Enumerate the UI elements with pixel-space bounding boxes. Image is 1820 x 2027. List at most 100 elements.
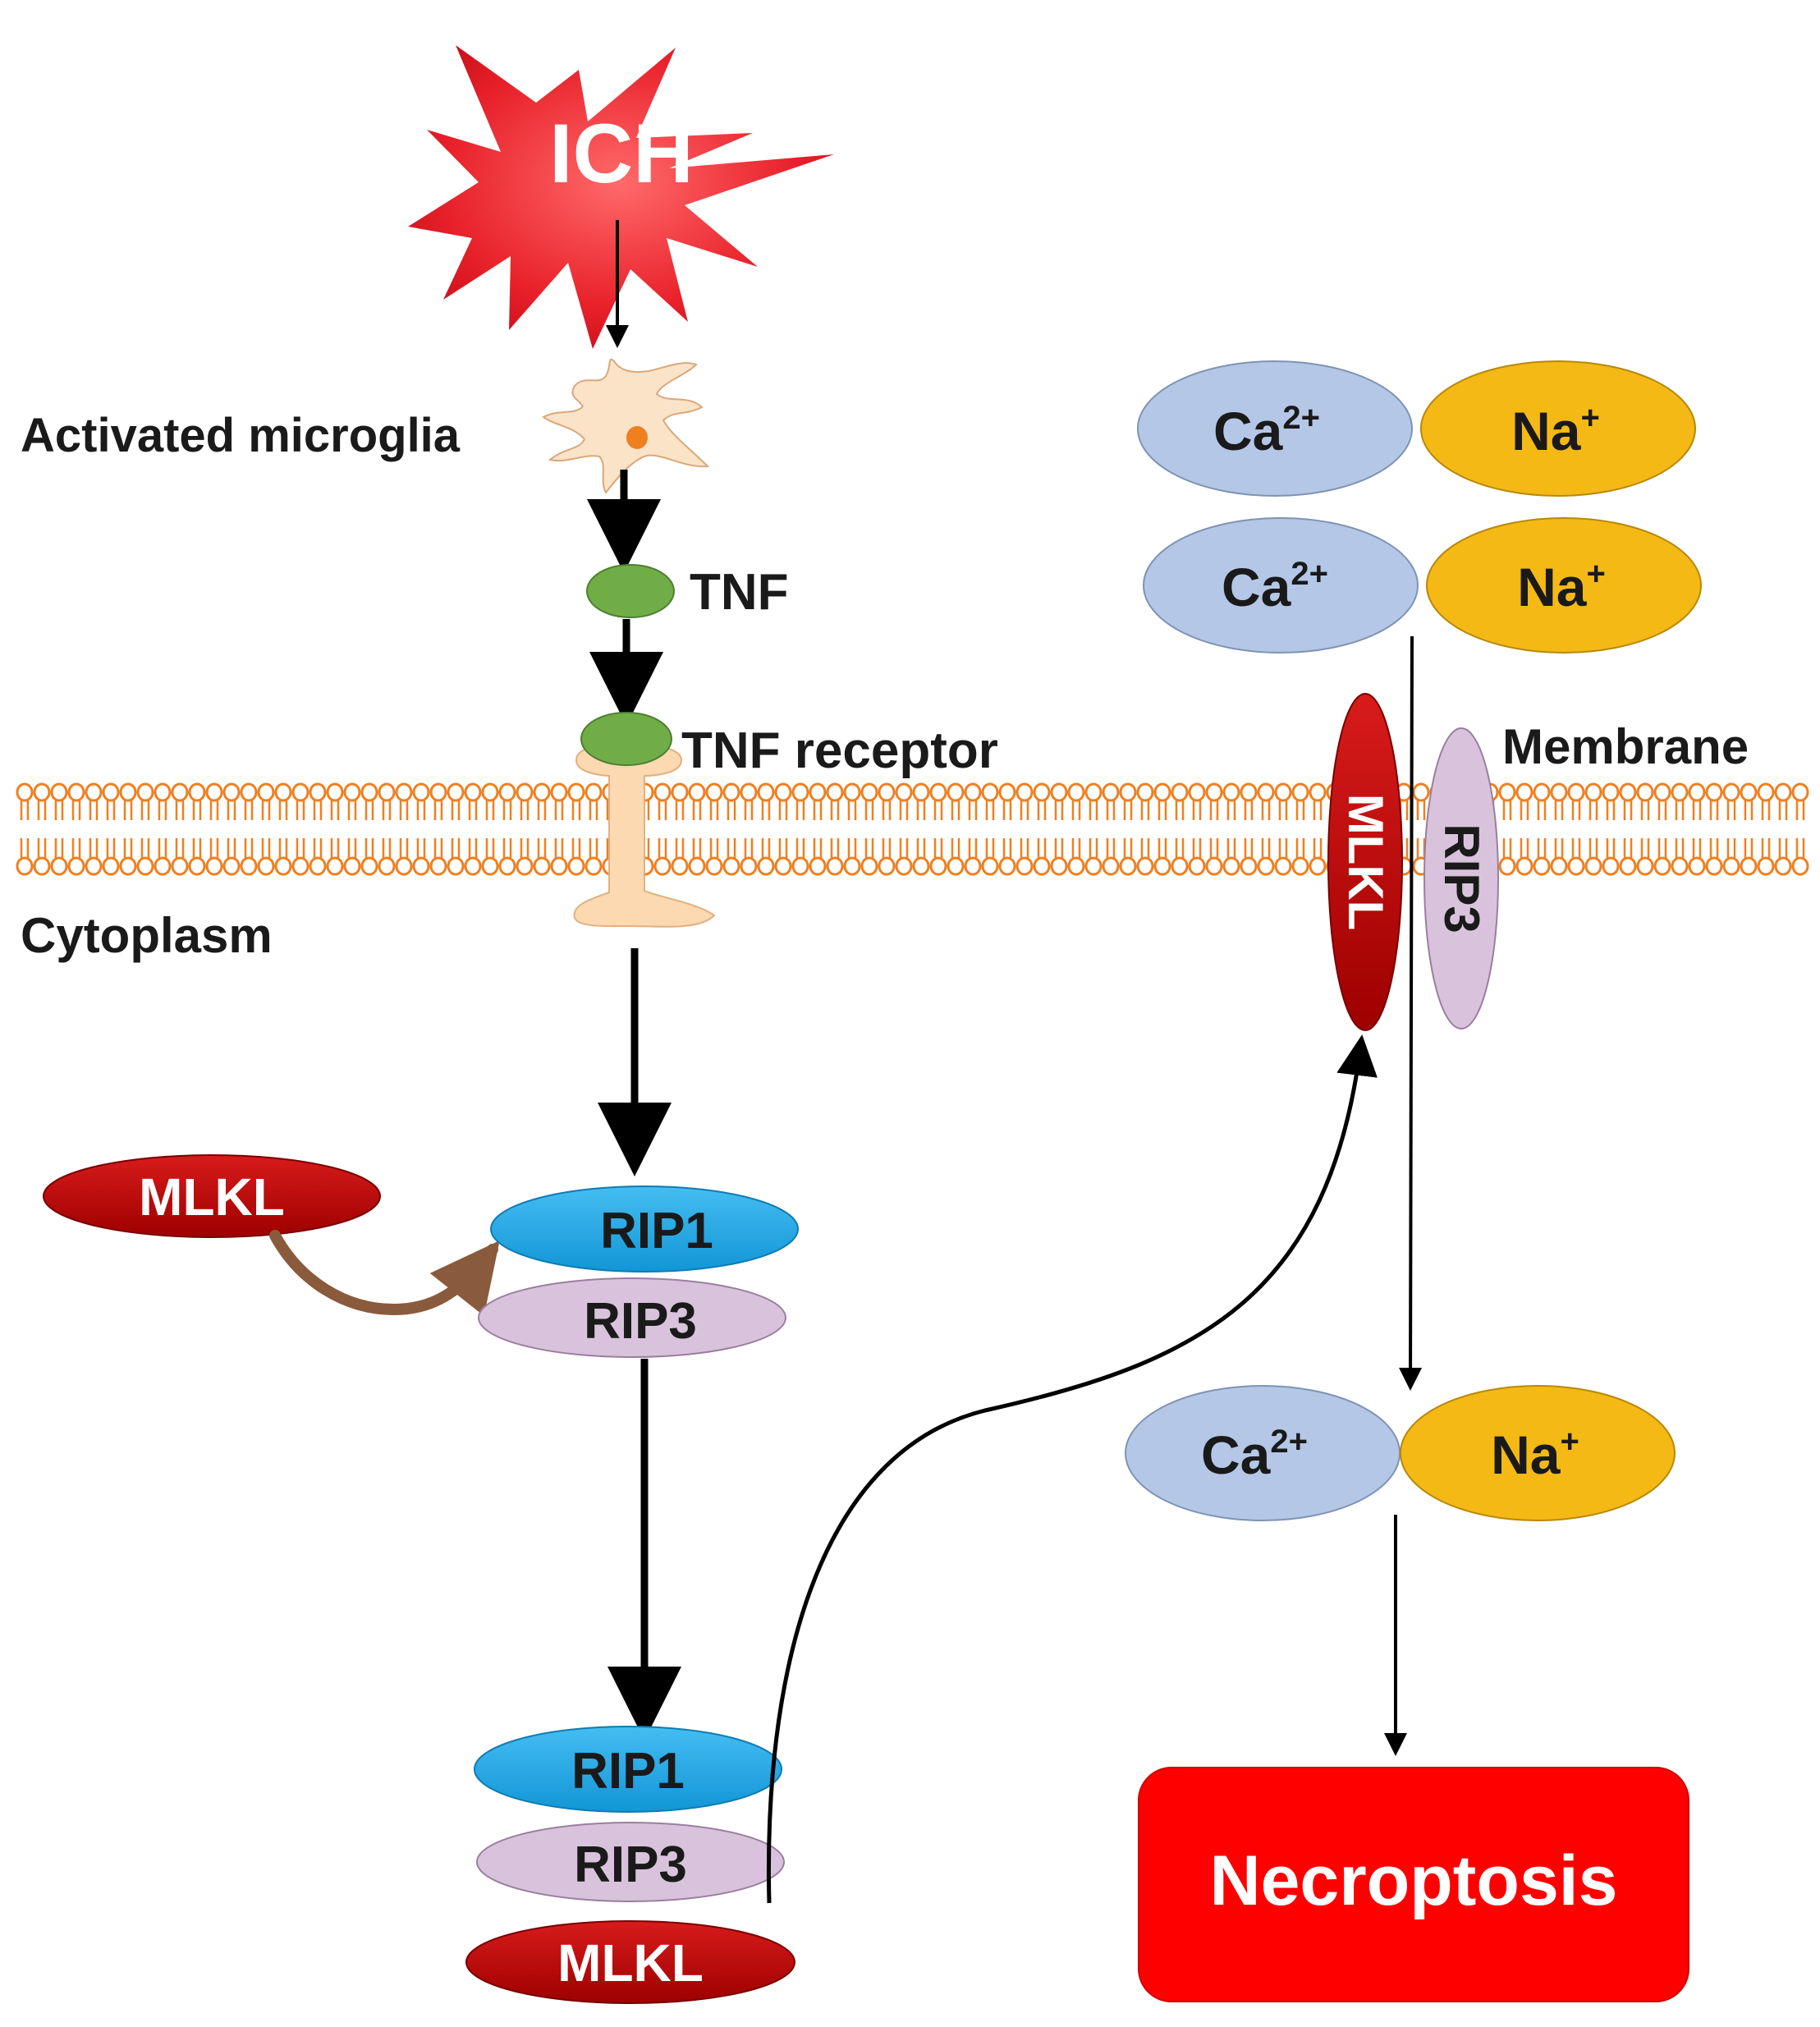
- lipid-head: [1515, 782, 1533, 802]
- lipid-head: [516, 856, 534, 876]
- lipid-head: [395, 856, 413, 876]
- lipid-head: [653, 856, 672, 876]
- lipid-head: [33, 856, 51, 876]
- lipid-head: [326, 782, 344, 802]
- lipid-head: [412, 856, 430, 876]
- lipid-head: [843, 782, 861, 802]
- lipid-head: [1257, 856, 1275, 876]
- lipid-head: [1188, 782, 1206, 802]
- lipid-head: [1791, 856, 1809, 876]
- lipid-head: [1240, 782, 1258, 802]
- lipid-head: [1050, 856, 1068, 876]
- lipid-head: [1171, 856, 1189, 876]
- lipid-head: [550, 782, 568, 802]
- lipid-head: [67, 782, 85, 802]
- mlkl-recruitment-arrow: [269, 1230, 500, 1316]
- calcium-ion-3-label: Ca2+: [1201, 1424, 1308, 1485]
- lipid-head: [171, 782, 189, 802]
- lipid-head: [1291, 782, 1309, 802]
- cytoplasm-label: Cytoplasm: [21, 908, 273, 963]
- lipid-head: [981, 782, 999, 802]
- lipid-head: [1153, 782, 1171, 802]
- lipid-head: [912, 782, 930, 802]
- lipid-head: [50, 856, 68, 876]
- lipid-head: [757, 856, 775, 876]
- lipid-head: [1291, 856, 1309, 876]
- lipid-head: [291, 782, 309, 802]
- lipid-head: [50, 782, 68, 802]
- lipid-head: [1412, 782, 1430, 802]
- lipid-head: [464, 782, 482, 802]
- lipid-head: [826, 856, 844, 876]
- lipid-head: [878, 782, 896, 802]
- lipid-head: [188, 782, 206, 802]
- lipid-head: [1067, 782, 1085, 802]
- lipid-head: [429, 782, 447, 802]
- lipid-head: [1636, 782, 1654, 802]
- lipid-head: [998, 856, 1016, 876]
- lipid-head: [1653, 782, 1671, 802]
- sodium-ion-3-label: Na+: [1491, 1424, 1579, 1485]
- calcium-ion-2: [1143, 517, 1419, 654]
- lipid-head: [774, 782, 792, 802]
- lipid-head: [1619, 856, 1637, 876]
- lipid-head: [1757, 856, 1775, 876]
- lipid-head: [102, 782, 120, 802]
- lipid-head: [843, 856, 861, 876]
- lipid-head: [1498, 782, 1516, 802]
- lipid-head: [929, 782, 947, 802]
- lipid-head: [1119, 856, 1137, 876]
- lipid-head: [154, 782, 172, 802]
- lipid-head: [1309, 782, 1327, 802]
- membrane-label: Membrane: [1502, 719, 1749, 774]
- lipid-head: [1274, 782, 1292, 802]
- lipid-head: [860, 782, 878, 802]
- lipid-head: [1774, 782, 1792, 802]
- lipid-head: [447, 782, 465, 802]
- lipid-head: [447, 856, 465, 876]
- lipid-head: [688, 856, 706, 876]
- lipid-head: [860, 856, 878, 876]
- lipid-head: [85, 782, 103, 802]
- lipid-head: [947, 856, 965, 876]
- lipid-head: [895, 856, 913, 876]
- lipid-head: [343, 782, 361, 802]
- lipid-head: [240, 782, 258, 802]
- lipid-head: [205, 856, 223, 876]
- activated-microglia-label: Activated microglia: [21, 409, 461, 462]
- ion-row-2: Ca2+ Na+: [1143, 517, 1702, 654]
- lipid-head: [1153, 856, 1171, 876]
- lipid-head: [67, 856, 85, 876]
- lipid-head: [1550, 856, 1568, 876]
- lipid-head: [274, 856, 292, 876]
- lipid-head: [1084, 782, 1103, 802]
- lipid-head: [119, 856, 137, 876]
- lipid-head: [360, 856, 378, 876]
- lipid-head: [1222, 856, 1240, 876]
- lipid-head: [1033, 856, 1051, 876]
- lipid-head: [429, 856, 447, 876]
- lipid-head: [1222, 782, 1240, 802]
- rip3-top: [478, 1277, 786, 1358]
- lipid-head: [998, 782, 1016, 802]
- lipid-head: [102, 856, 120, 876]
- calcium-ion-1-label: Ca2+: [1213, 400, 1320, 461]
- lipid-head: [585, 782, 603, 802]
- lipid-head: [309, 856, 327, 876]
- lipid-head: [119, 782, 137, 802]
- lipid-head: [378, 782, 396, 802]
- lipid-head: [291, 856, 309, 876]
- arrow-necrosome-to-membrane-mlkl: [767, 1034, 1378, 1904]
- lipid-head: [567, 782, 585, 802]
- lipid-head: [1653, 856, 1671, 876]
- lipid-head: [188, 856, 206, 876]
- lipid-head: [947, 782, 965, 802]
- rip1-top: [490, 1185, 799, 1273]
- lipid-head: [1757, 782, 1775, 802]
- lipid-head: [981, 856, 999, 876]
- lipid-head: [705, 782, 723, 802]
- ion-row-1: Ca2+ Na+: [1137, 360, 1696, 497]
- lipid-head: [567, 856, 585, 876]
- ich-label: ICH: [549, 107, 694, 200]
- rip1-bottom: [474, 1726, 782, 1813]
